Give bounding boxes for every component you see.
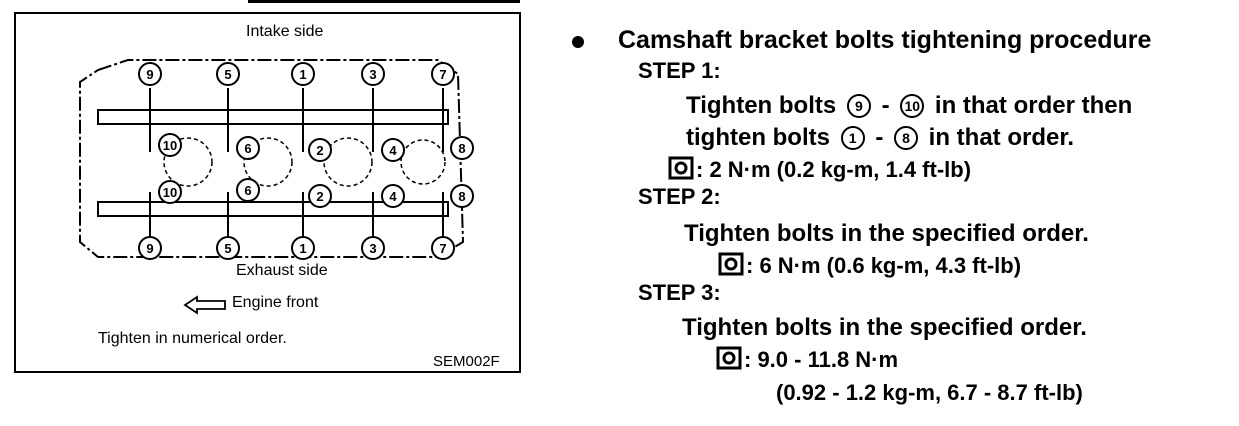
step3-text: Tighten bolts in the specified order.	[682, 314, 1087, 341]
torque-value: : 6 N·m (0.6 kg-m, 4.3 ft-lb)	[746, 253, 1022, 278]
svg-text:3: 3	[369, 67, 376, 82]
step1-line2: tighten bolts 1 - 8 in that order.	[686, 124, 1074, 152]
step1-text: tighten bolts	[686, 124, 830, 151]
torque-wrench-icon	[668, 156, 694, 180]
tightening-procedure: Camshaft bracket bolts tightening proced…	[572, 22, 1232, 422]
bullet-icon	[572, 36, 584, 48]
tightening-note: Tighten in numerical order.	[98, 330, 287, 347]
torque-wrench-icon	[718, 252, 744, 276]
bolt-number: 10	[900, 94, 925, 118]
torque-wrench-icon	[716, 346, 742, 370]
step3-torque-imperial: (0.92 - 1.2 kg-m, 6.7 - 8.7 ft-lb)	[776, 380, 1083, 405]
bolt-callout: 5	[216, 62, 240, 86]
bolt-number: 8	[894, 126, 918, 150]
step1-label: STEP 1:	[638, 58, 721, 83]
svg-text:9: 9	[146, 67, 153, 82]
svg-text:10: 10	[163, 138, 177, 153]
svg-text:8: 8	[458, 141, 465, 156]
procedure-title: Camshaft bracket bolts tightening proced…	[618, 26, 1152, 54]
svg-text:2: 2	[316, 189, 323, 204]
dash: -	[875, 124, 884, 151]
bolt-callout: 6	[236, 136, 260, 160]
bolt-callout: 3	[361, 62, 385, 86]
cylinder-head-diagram: 9 5 1 3 7 10 6 2 4 8 10 6 2 4 8 9 5 1 3 …	[79, 59, 474, 260]
exhaust-side-label: Exhaust side	[236, 262, 328, 279]
engine-front-label: Engine front	[232, 294, 319, 311]
svg-text:6: 6	[244, 183, 251, 198]
svg-text:4: 4	[389, 189, 397, 204]
bolt-order-figure: Intake side 9	[14, 12, 521, 373]
torque-value: : 2 N·m (0.2 kg-m, 1.4 ft-lb)	[696, 157, 972, 182]
svg-text:10: 10	[163, 185, 177, 200]
bolt-callout: 7	[431, 236, 455, 260]
step3-torque: : 9.0 - 11.8 N·m	[716, 346, 898, 373]
bolt-callout: 10	[158, 133, 182, 157]
svg-text:2: 2	[316, 143, 323, 158]
svg-text:4: 4	[389, 143, 397, 158]
step1-text: in that order.	[928, 124, 1075, 151]
left-arrow-icon	[183, 295, 226, 315]
svg-text:1: 1	[299, 67, 306, 82]
bolt-callout: 6	[236, 178, 260, 202]
bolt-callout: 2	[308, 138, 332, 162]
bolt-callout: 8	[450, 184, 474, 208]
step1-text: in that order then	[934, 92, 1133, 119]
dash: -	[881, 92, 890, 119]
svg-text:9: 9	[146, 241, 153, 256]
svg-text:1: 1	[299, 241, 306, 256]
step1-line1: Tighten bolts 9 - 10 in that order then	[686, 92, 1132, 120]
bolt-callout: 8	[450, 136, 474, 160]
bolt-callout: 7	[431, 62, 455, 86]
svg-text:7: 7	[439, 241, 446, 256]
svg-text:5: 5	[224, 67, 231, 82]
bolt-callout: 3	[361, 236, 385, 260]
svg-text:6: 6	[244, 141, 251, 156]
bolt-callout: 4	[381, 138, 405, 162]
bolt-callout: 5	[216, 236, 240, 260]
bolt-callout: 9	[138, 236, 162, 260]
svg-text:3: 3	[369, 241, 376, 256]
bolt-callout: 1	[291, 236, 315, 260]
bolt-callout: 4	[381, 184, 405, 208]
bolt-callout: 1	[291, 62, 315, 86]
bolt-callout: 10	[158, 180, 182, 204]
step3-label: STEP 3:	[638, 280, 721, 305]
step2-text: Tighten bolts in the specified order.	[684, 220, 1089, 247]
torque-value: : 9.0 - 11.8 N·m	[744, 347, 899, 372]
step2-torque: : 6 N·m (0.6 kg-m, 4.3 ft-lb)	[718, 252, 1021, 279]
top-rule	[248, 0, 520, 3]
intake-side-label: Intake side	[246, 23, 324, 40]
figure-code: SEM002F	[433, 353, 500, 370]
svg-text:8: 8	[458, 189, 465, 204]
step1-torque: : 2 N·m (0.2 kg-m, 1.4 ft-lb)	[668, 156, 971, 183]
bolt-number: 1	[840, 126, 865, 150]
bolt-callout: 9	[138, 62, 162, 86]
svg-text:5: 5	[224, 241, 231, 256]
step1-text: Tighten bolts	[686, 92, 837, 119]
svg-text:7: 7	[439, 67, 446, 82]
bolt-number: 9	[846, 94, 871, 118]
step2-label: STEP 2:	[638, 184, 721, 209]
bolt-callout: 2	[308, 184, 332, 208]
